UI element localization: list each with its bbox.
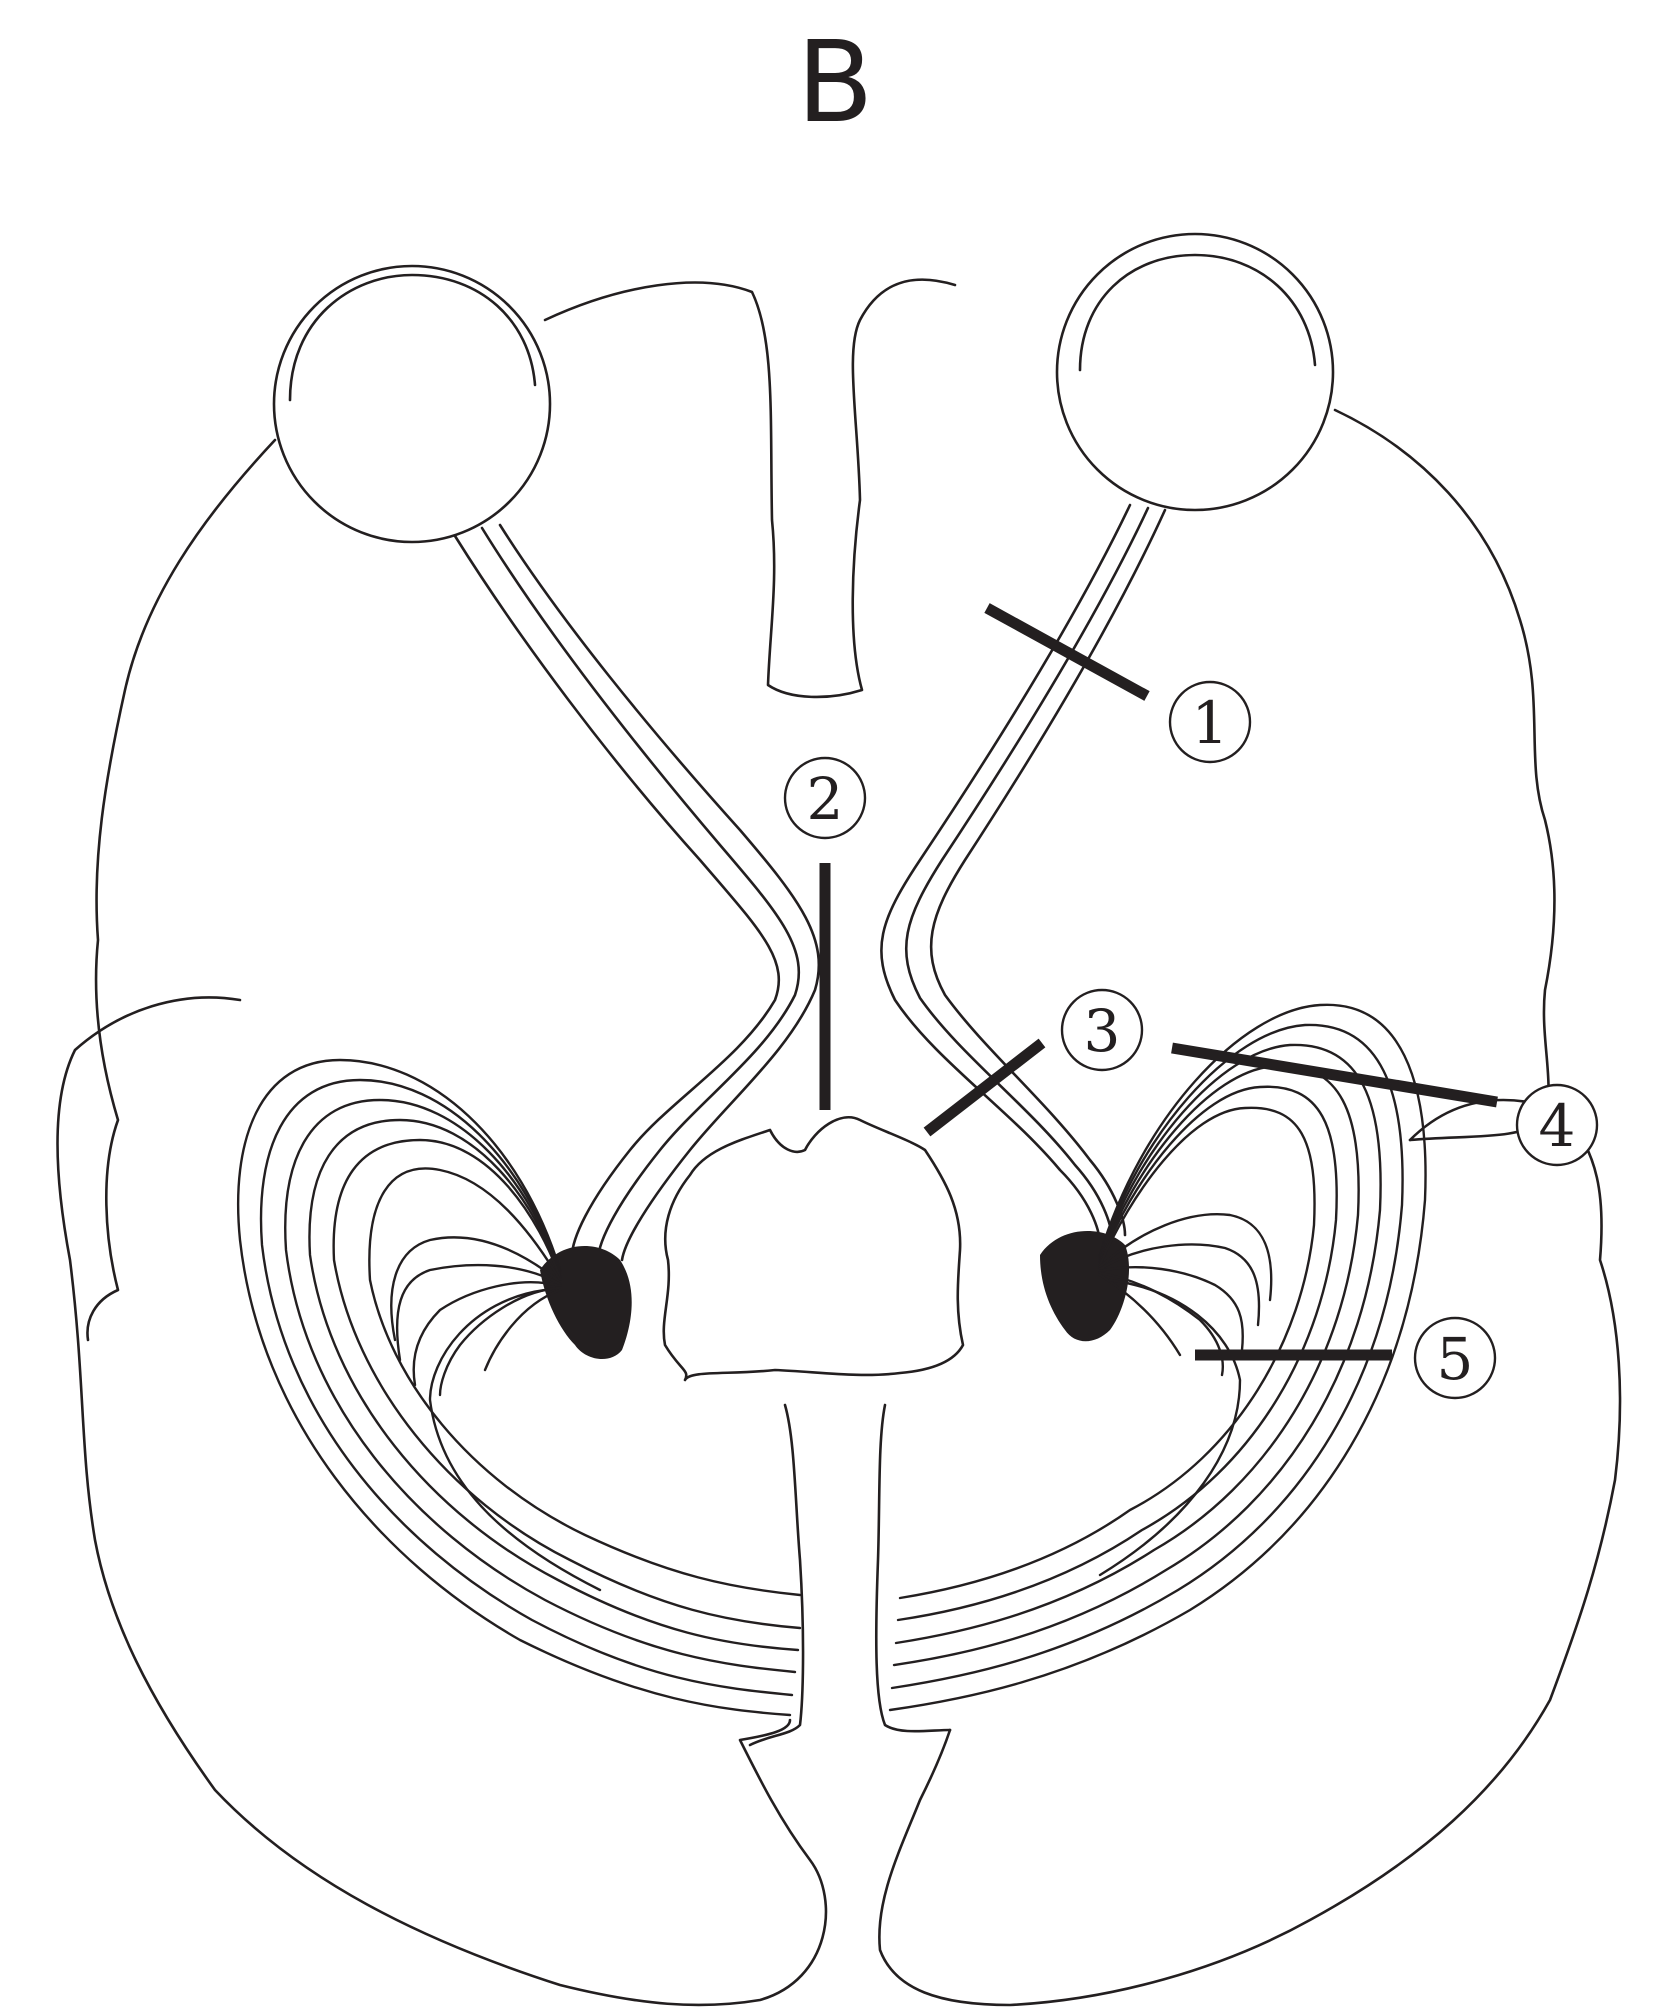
temporal-lobe-right xyxy=(878,1098,1622,2007)
left-eye xyxy=(272,264,552,544)
midbrain xyxy=(662,1116,965,1382)
frontal-outline-left xyxy=(86,438,277,1342)
lesion-5-label: 5 xyxy=(1437,1325,1474,1393)
brainstem-stalk xyxy=(748,1403,952,1747)
lesion-1-label: 1 xyxy=(1192,689,1229,757)
lesion-2-marker: 2 xyxy=(783,756,867,840)
right-optic-nerve xyxy=(880,503,1132,1247)
lesion-4-label: 4 xyxy=(1539,1092,1576,1160)
lesion-2-label: 2 xyxy=(807,765,844,833)
lesion-5-marker: 5 xyxy=(1413,1316,1497,1400)
left-optic-radiation xyxy=(236,1058,802,1717)
lesion-4-marker: 4 xyxy=(1515,1083,1599,1167)
lesion-1-bar xyxy=(984,603,1150,701)
panel-label: B xyxy=(796,18,874,148)
right-lgn xyxy=(1040,1231,1130,1342)
left-frontal-lobe xyxy=(543,278,957,699)
right-eye xyxy=(1055,232,1335,512)
lesion-3-label: 3 xyxy=(1084,997,1121,1065)
lesion-3-marker: 3 xyxy=(1060,988,1144,1072)
lesion-1-marker: 1 xyxy=(1168,680,1252,764)
left-optic-nerve xyxy=(453,534,781,1262)
left-lgn xyxy=(540,1246,632,1360)
lesion-4-bar xyxy=(1171,1042,1498,1108)
temporal-lobe-left xyxy=(56,996,828,2007)
frontal-outline-right xyxy=(1333,408,1556,1142)
lesion-3-bar xyxy=(923,1038,1046,1137)
